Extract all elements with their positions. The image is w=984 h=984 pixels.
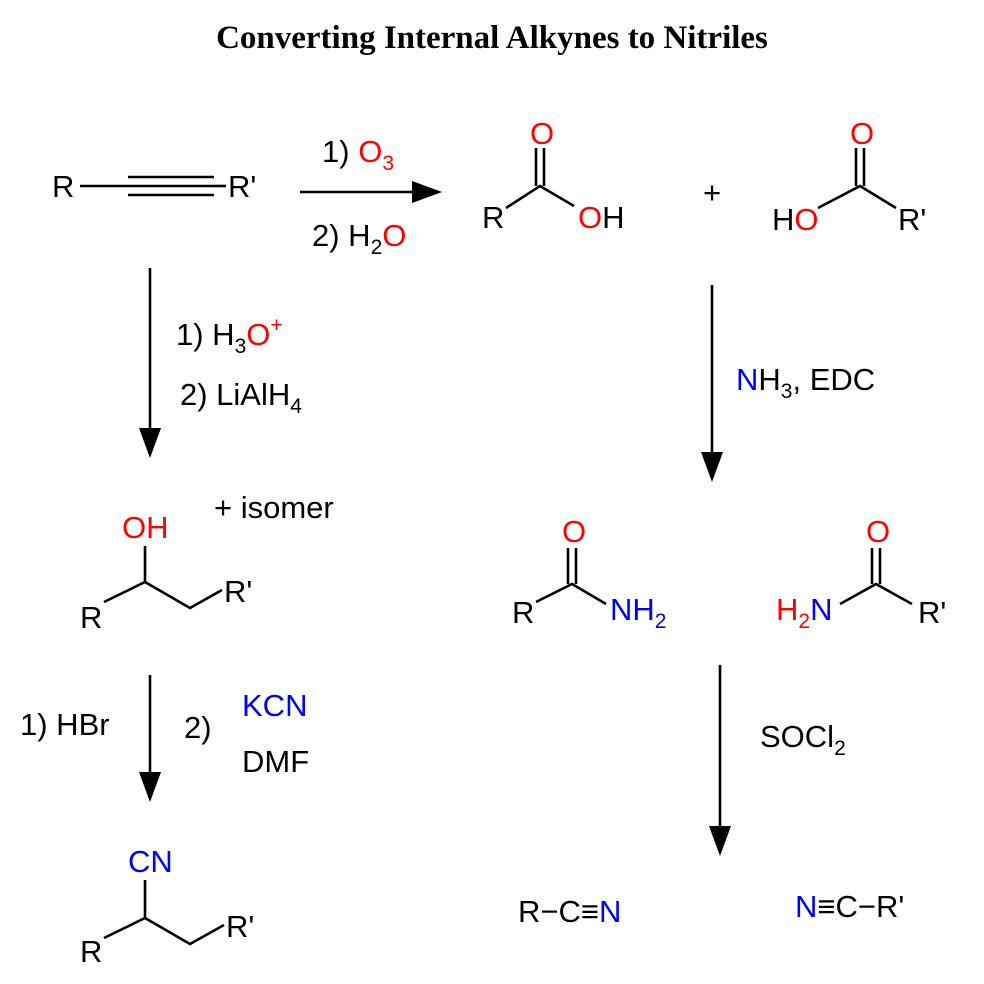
- r-prime-group: R': [226, 909, 254, 944]
- subscript: 2: [655, 610, 667, 633]
- oxygen-atom: O: [246, 317, 270, 352]
- carbon-r-prime: ≡C−R': [817, 889, 904, 924]
- r-group: R: [80, 934, 102, 969]
- nitrile-r: R−C≡N: [518, 894, 621, 929]
- hydroxyl-group: OH: [122, 510, 169, 545]
- dmf-solvent: DMF: [242, 744, 309, 779]
- hydration-arrow: 1) H3O+ 2) LiAlH4: [139, 268, 302, 458]
- r-group: R: [52, 169, 74, 204]
- svg-text:OH: OH: [578, 200, 625, 235]
- nitrogen-atom: N: [810, 592, 832, 627]
- substitution-arrow: 1) HBr 2) KCN DMF: [20, 675, 309, 802]
- alcohol-structure: OH + isomer R R': [80, 490, 334, 635]
- amine-group: NH: [610, 592, 655, 627]
- edc-reagent: , EDC: [792, 362, 875, 397]
- r-carbon: R−C≡: [518, 894, 599, 929]
- oxygen-atom: O: [866, 514, 890, 549]
- socl2-reagent: SOCl: [760, 719, 834, 754]
- r-group: R: [482, 200, 504, 235]
- kcn-reagent: KCN: [242, 688, 307, 723]
- svg-text:2) LiAlH4: 2) LiAlH4: [180, 377, 302, 418]
- subscript: 2: [798, 610, 810, 633]
- hydrogen-atom: H: [772, 202, 794, 237]
- svg-text:H2N: H2N: [776, 592, 832, 633]
- r-group: R: [512, 595, 534, 630]
- svg-text:2) H2O: 2) H2O: [312, 218, 406, 259]
- carboxylic-acid-r-prime: HO O R': [772, 116, 926, 237]
- charge: +: [270, 314, 282, 337]
- r-group: R: [80, 600, 102, 635]
- amide-r-prime: H2N O R': [776, 514, 946, 633]
- subscript: 3: [382, 152, 394, 175]
- svg-text:SOCl2: SOCl2: [760, 719, 846, 760]
- hbr-reagent: 1) HBr: [20, 707, 110, 742]
- nitrile-group: CN: [128, 844, 173, 879]
- step-label: 2): [184, 710, 212, 745]
- hydrogen-atom: H: [758, 362, 780, 397]
- branched-nitrile: CN R R': [80, 844, 254, 969]
- nitrogen-atom: N: [736, 362, 758, 397]
- subscript: 3: [235, 335, 247, 358]
- alkyne-structure: R R': [52, 169, 256, 204]
- oxygen-atom: O: [578, 200, 602, 235]
- nitrile-r-prime: N≡C−R': [795, 889, 904, 924]
- amidation-arrow: NH3, EDC: [701, 285, 875, 482]
- r-prime-group: R': [224, 574, 252, 609]
- r-prime-group: R': [918, 595, 946, 630]
- nitrogen-atom: N: [795, 889, 817, 924]
- carboxylic-acid-r: R O OH: [482, 116, 625, 235]
- subscript: 2: [834, 737, 846, 760]
- plus-sign: +: [703, 175, 721, 210]
- subscript: 3: [781, 380, 793, 403]
- hydrogen-atom: H: [602, 200, 624, 235]
- amide-r: R O NH2: [512, 514, 666, 633]
- water-reagent: 2) H: [312, 218, 371, 253]
- ozone-reagent: O: [358, 134, 382, 169]
- subscript: 2: [371, 236, 383, 259]
- dehydration-arrow: SOCl2: [709, 665, 846, 856]
- scheme-title: Converting Internal Alkynes to Nitriles: [216, 20, 768, 56]
- oxygen-atom: O: [382, 218, 406, 253]
- step-label: 1) H: [176, 317, 235, 352]
- svg-text:NH3, EDC: NH3, EDC: [736, 362, 875, 403]
- nitrogen-atom: N: [599, 894, 621, 929]
- r-prime-group: R': [228, 169, 256, 204]
- oxygen-atom: O: [850, 116, 874, 151]
- isomer-note: + isomer: [214, 490, 334, 525]
- r-prime-group: R': [898, 202, 926, 237]
- subscript: 4: [290, 395, 302, 418]
- lialh4-reagent: 2) LiAlH: [180, 377, 290, 412]
- oxygen-atom: O: [530, 116, 554, 151]
- svg-text:HO: HO: [772, 202, 819, 237]
- svg-text:1) O3: 1) O3: [322, 134, 394, 175]
- svg-text:1) H3O+: 1) H3O+: [176, 314, 283, 358]
- ozonolysis-arrow: 1) O3 2) H2O: [300, 134, 442, 259]
- oxygen-atom: O: [562, 514, 586, 549]
- svg-text:NH2: NH2: [610, 592, 666, 633]
- hydrogen-atom: H: [776, 592, 798, 627]
- step-label: 1): [322, 134, 358, 169]
- oxygen-atom: O: [794, 202, 818, 237]
